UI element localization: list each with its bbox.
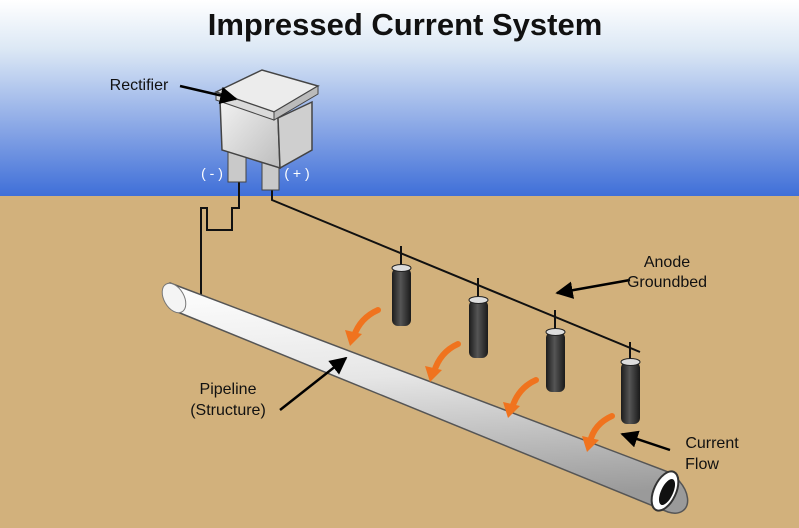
pipeline-label-line1: Pipeline	[200, 381, 257, 398]
diagram-title: Impressed Current System	[208, 7, 603, 42]
anode-1	[391, 264, 412, 326]
anode-2	[468, 296, 489, 358]
pipeline-callout-arrow	[279, 356, 348, 411]
anode-groundbed-label-line1: Anode	[644, 254, 690, 271]
pipeline-label-line2: (Structure)	[190, 402, 266, 419]
current-flow-label-line2: Flow	[685, 456, 719, 473]
anode-3	[545, 328, 566, 392]
rectifier-callout-arrow	[179, 84, 238, 104]
current-arrowhead-1	[345, 330, 362, 346]
negative-terminal-label: ( - )	[201, 165, 223, 181]
positive-terminal-label: ( + )	[284, 165, 309, 181]
rectifier-box	[214, 69, 320, 191]
current-arrowhead-4	[582, 436, 599, 452]
sky	[0, 0, 799, 196]
positive-lead-wire	[271, 190, 641, 353]
pipeline	[161, 282, 689, 514]
rectifier-label: Rectifier	[110, 77, 169, 94]
current-arrowhead-2	[425, 366, 442, 382]
anode-callout-arrow	[555, 278, 631, 299]
negative-lead-wire	[200, 178, 240, 296]
current-arrowhead-3	[503, 402, 520, 418]
current-flow-label-line1: Current	[685, 435, 739, 452]
anode-4	[620, 358, 641, 424]
current-callout-arrow	[620, 430, 671, 452]
anode-groundbed-label-line2: Groundbed	[627, 274, 707, 291]
soil	[0, 196, 799, 528]
